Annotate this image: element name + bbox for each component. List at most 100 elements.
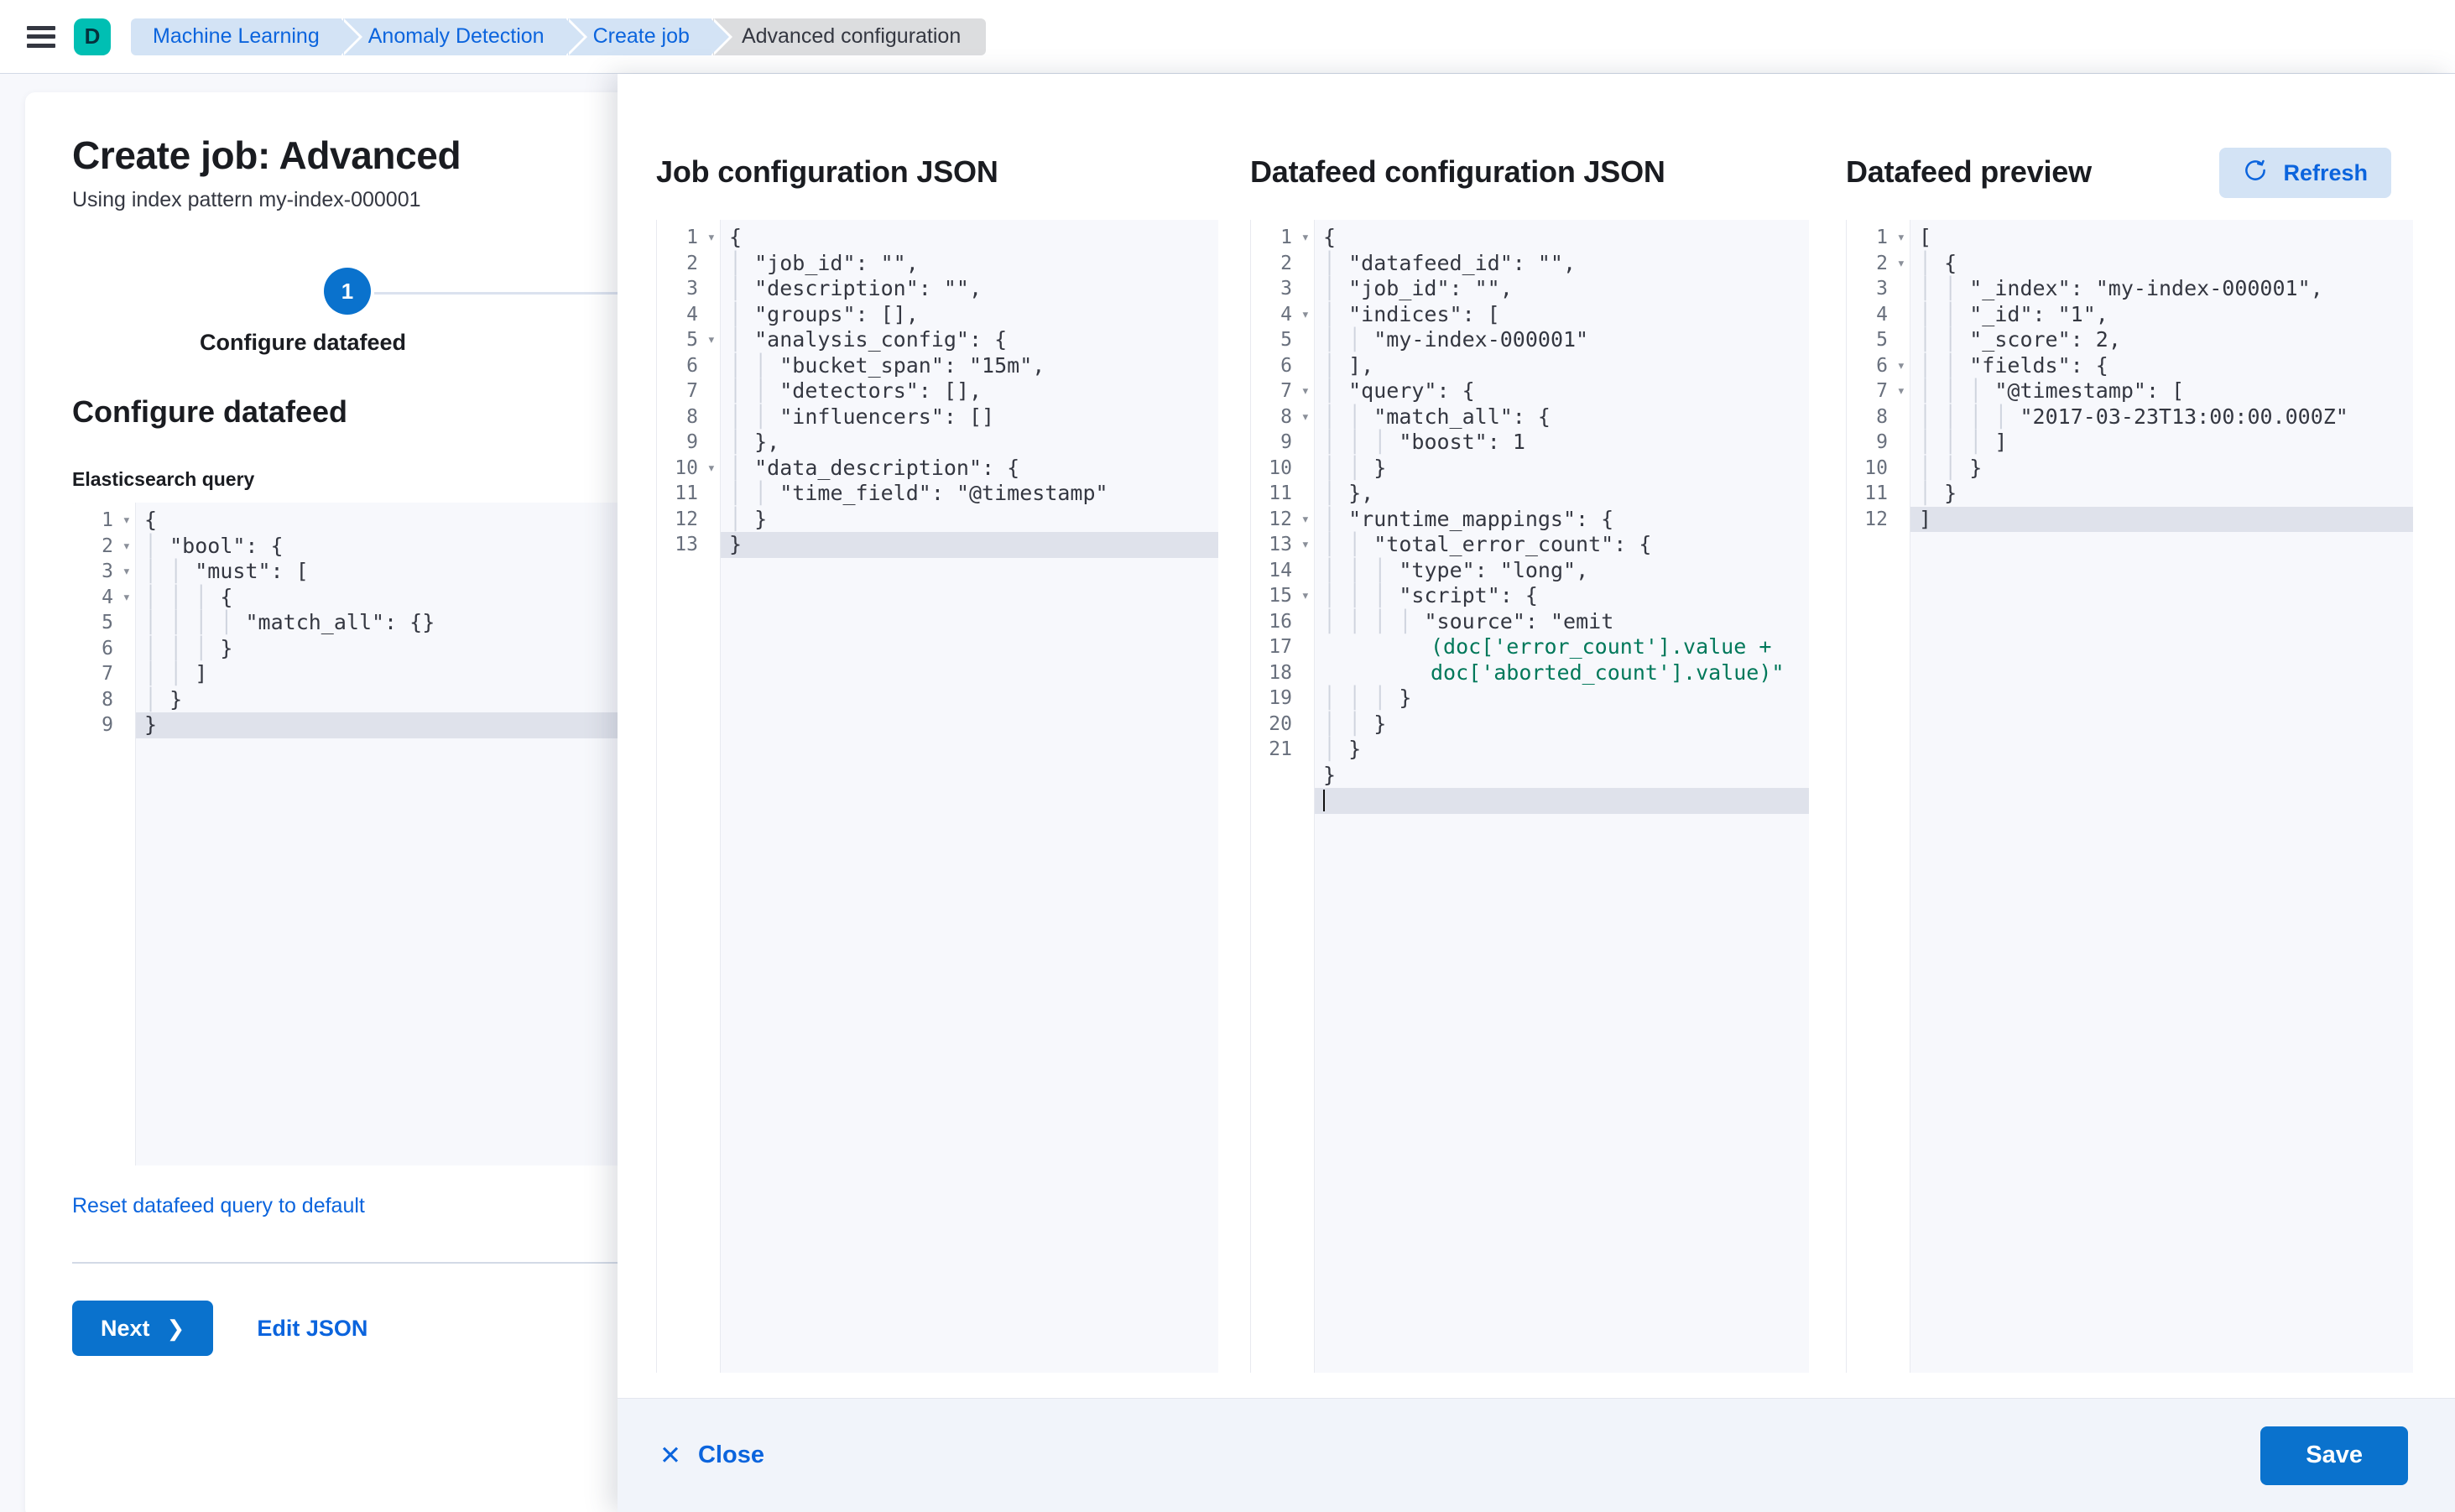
editor-line[interactable]: │ "bool": { <box>144 533 284 558</box>
editor-line[interactable]: │ │ │ "boost": 1 <box>1323 430 1525 454</box>
editor-line-number: 21 <box>1269 738 1292 760</box>
editor-code-area[interactable]: {│ "bool": {│ │ "must": [│ │ │ {│ │ │ │ … <box>136 503 1220 1165</box>
editor-line[interactable]: │ "description": "", <box>729 276 983 300</box>
editor-line[interactable]: │ │ "my-index-000001" <box>1323 327 1589 352</box>
editor-line[interactable]: │ } <box>144 686 183 712</box>
editor-line-number: 8 <box>1876 405 1888 428</box>
editor-line[interactable]: │ │ "match_all": { <box>1323 404 1551 429</box>
datafeed-preview-editor[interactable]: 123456789101112 [│ {│ │ "_index": "my-in… <box>1846 220 2413 1373</box>
editor-line[interactable]: │ │ "influencers": [] <box>729 404 995 429</box>
job-configuration-json-editor[interactable]: 12345678910111213 {│ "job_id": "",│ "des… <box>656 220 1218 1373</box>
editor-line[interactable]: │ } <box>729 506 768 531</box>
editor-line[interactable]: │ │ "time_field": "@timestamp" <box>729 481 1108 505</box>
editor-line[interactable]: │ │ } <box>1919 455 1983 480</box>
editor-line-number: 14 <box>1269 559 1292 581</box>
editor-line-number: 11 <box>1864 482 1888 504</box>
editor-line[interactable]: │ │ } <box>1323 711 1387 736</box>
editor-line[interactable]: │ │ "total_error_count": { <box>1323 532 1652 556</box>
editor-line[interactable]: │ "datafeed_id": "", <box>1323 250 1577 275</box>
editor-line[interactable]: { <box>144 508 158 532</box>
hamburger-menu-icon[interactable] <box>27 25 55 48</box>
editor-line[interactable]: } <box>144 712 158 737</box>
editor-gutter[interactable]: 123456789101112131415161718192021 <box>1251 220 1315 1373</box>
breadcrumb-item-machine-learning[interactable]: Machine Learning <box>131 18 362 55</box>
editor-line-number: 7 <box>686 380 698 402</box>
editor-line[interactable]: │ │ "_id": "1", <box>1919 301 2108 326</box>
editor-line-number: 1 <box>72 508 135 534</box>
editor-line[interactable]: ] <box>1919 506 1932 531</box>
datafeed-configuration-json-editor[interactable]: 123456789101112131415161718192021 {│ "da… <box>1250 220 1809 1373</box>
reset-datafeed-query-link[interactable]: Reset datafeed query to default <box>72 1194 365 1217</box>
editor-line[interactable]: │ │ "_index": "my-index-000001", <box>1919 276 2323 300</box>
editor-line[interactable]: │ │ │ "type": "long", <box>1323 557 1589 582</box>
editor-code-area[interactable]: {│ "datafeed_id": "",│ "job_id": "",│ "i… <box>1315 220 1809 1373</box>
editor-line[interactable]: } <box>729 532 743 556</box>
editor-active-line-highlight <box>1847 506 2413 532</box>
editor-line-number: 12 <box>675 508 698 530</box>
next-button[interactable]: Next ❯ <box>72 1301 214 1356</box>
editor-line-number: 8 <box>686 405 698 428</box>
editor-line[interactable]: │ } <box>1323 737 1362 761</box>
space-avatar[interactable]: D <box>74 18 111 55</box>
editor-line-number: 9 <box>686 431 698 453</box>
editor-line-number: 5 <box>1280 329 1292 351</box>
job-configuration-header: Job configuration JSON <box>656 154 1220 208</box>
editor-line[interactable]: │ │ │ ] <box>1919 430 2008 454</box>
editor-line[interactable]: │ │ ] <box>144 661 208 686</box>
stepper-step-1-label: Configure datafeed <box>200 330 407 355</box>
editor-gutter[interactable]: 123456789 <box>72 503 136 1165</box>
editor-line[interactable]: │ { <box>1919 250 1957 275</box>
editor-line-number: 2 <box>1280 252 1292 274</box>
editor-line[interactable]: │ │ "_score": 2, <box>1919 327 2121 352</box>
editor-line[interactable]: │ }, <box>729 430 780 454</box>
breadcrumb-item-create-job[interactable]: Create job <box>567 18 733 55</box>
editor-line[interactable]: │ │ "bucket_span": "15m", <box>729 352 1045 378</box>
editor-line[interactable]: │ │ │ "script": { <box>1323 583 1538 607</box>
editor-line[interactable]: │ │ │ │ "source": "emit(doc['error_count… <box>1323 608 1785 685</box>
editor-line[interactable]: │ "job_id": "", <box>1323 276 1513 300</box>
editor-line[interactable] <box>1323 788 1809 814</box>
editor-line[interactable]: │ │ } <box>1323 455 1387 480</box>
editor-line-number: 11 <box>1269 482 1292 504</box>
editor-line[interactable]: { <box>729 225 743 249</box>
breadcrumb-item-anomaly-detection[interactable]: Anomaly Detection <box>342 18 587 55</box>
editor-line[interactable]: │ }, <box>1323 481 1374 505</box>
editor-line[interactable]: │ "runtime_mappings": { <box>1323 506 1614 531</box>
editor-line[interactable]: │ │ │ { <box>144 584 233 609</box>
editor-line[interactable]: │ │ │ │ "2017-03-23T13:00:00.000Z" <box>1919 404 2348 429</box>
editor-line[interactable]: │ "indices": [ <box>1323 301 1500 326</box>
editor-line[interactable]: │ "query": { <box>1323 378 1475 403</box>
editor-line-number: 3 <box>686 278 698 300</box>
top-navigation-bar: D Machine Learning Anomaly Detection Cre… <box>0 0 2455 74</box>
save-button[interactable]: Save <box>2260 1426 2408 1485</box>
editor-line[interactable]: │ │ │ } <box>144 635 233 660</box>
editor-line[interactable]: { <box>1323 225 1337 249</box>
editor-line[interactable]: │ ], <box>1323 352 1374 378</box>
editor-line[interactable]: │ │ "detectors": [], <box>729 378 983 403</box>
editor-code-area[interactable]: [│ {│ │ "_index": "my-index-000001",│ │ … <box>1910 220 2413 1373</box>
editor-code-area[interactable]: {│ "job_id": "",│ "description": "",│ "g… <box>721 220 1218 1373</box>
editor-line[interactable]: │ │ │ } <box>1323 686 1412 710</box>
editor-line-number: 16 <box>1269 610 1292 633</box>
stepper-step-1[interactable]: 1 <box>324 268 371 315</box>
editor-line[interactable]: │ │ "must": [ <box>144 559 309 583</box>
editor-line[interactable]: │ │ "fields": { <box>1919 352 2108 378</box>
editor-line[interactable]: │ } <box>1919 481 1957 505</box>
editor-line-number: 1 <box>1251 225 1314 251</box>
editor-line[interactable]: [ <box>1919 225 1932 249</box>
refresh-button[interactable]: Refresh <box>2219 148 2391 198</box>
elasticsearch-query-label: Elasticsearch query <box>72 468 255 490</box>
editor-line[interactable]: │ "groups": [], <box>729 301 919 326</box>
close-button[interactable]: ✕ Close <box>659 1441 764 1471</box>
editor-line-number: 5 <box>1876 329 1888 351</box>
edit-json-link[interactable]: Edit JSON <box>257 1315 368 1341</box>
editor-gutter[interactable]: 12345678910111213 <box>657 220 721 1373</box>
editor-line[interactable]: │ "data_description": { <box>729 455 1020 480</box>
editor-line[interactable]: │ "analysis_config": { <box>729 327 1008 352</box>
editor-line[interactable]: │ │ │ │ "match_all": {} <box>144 610 435 634</box>
editor-gutter[interactable]: 123456789101112 <box>1847 220 1910 1373</box>
editor-line[interactable]: } <box>1323 762 1337 787</box>
editor-line[interactable]: │ │ │ "@timestamp": [ <box>1919 378 2185 403</box>
editor-line-number: 17 <box>1269 636 1292 658</box>
editor-line[interactable]: │ "job_id": "", <box>729 250 919 275</box>
